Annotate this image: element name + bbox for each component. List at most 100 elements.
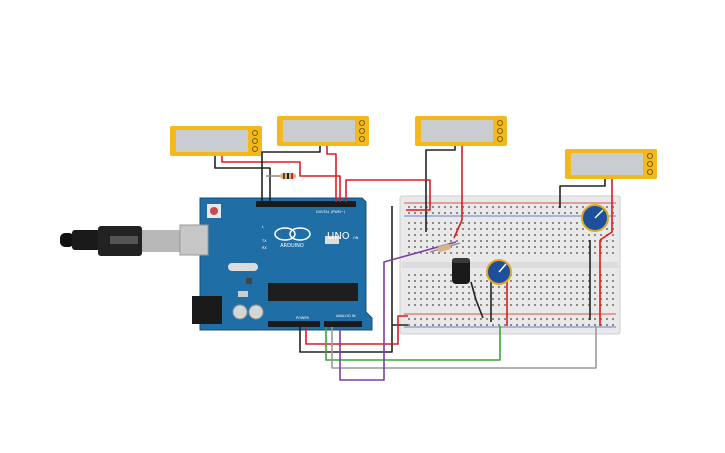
breadboard-hole (546, 206, 548, 208)
breadboard-hole (492, 222, 494, 224)
display-1[interactable] (170, 126, 262, 156)
breadboard-hole (498, 246, 500, 248)
breadboard-hole (612, 222, 614, 224)
breadboard-hole (510, 280, 512, 282)
breadboard-hole (540, 304, 542, 306)
wire-red[interactable] (599, 179, 613, 241)
breadboard-hole (444, 240, 446, 242)
wire-red[interactable] (453, 146, 463, 239)
breadboard-hole (540, 228, 542, 230)
wire-black[interactable] (559, 179, 606, 208)
breadboard-hole (462, 206, 464, 208)
breadboard-hole (594, 234, 596, 236)
breadboard-hole (534, 318, 536, 320)
wire-red[interactable] (305, 315, 408, 345)
breadboard-hole (516, 222, 518, 224)
breadboard-hole (552, 206, 554, 208)
reset-button[interactable] (210, 207, 218, 215)
breadboard-hole (552, 286, 554, 288)
display-4[interactable] (565, 149, 657, 179)
breadboard-hole (468, 292, 470, 294)
breadboard-hole (522, 212, 524, 214)
breadboard-hole (408, 318, 410, 320)
breadboard-hole (516, 234, 518, 236)
capacitor[interactable] (452, 258, 470, 284)
breadboard-hole (486, 212, 488, 214)
breadboard[interactable] (399, 195, 621, 335)
breadboard-hole (534, 206, 536, 208)
breadboard-hole (474, 304, 476, 306)
wire-red[interactable] (345, 179, 431, 211)
breadboard-hole (546, 240, 548, 242)
breadboard-hole (444, 234, 446, 236)
tx-label: TX (261, 239, 267, 243)
potentiometer-1[interactable] (486, 259, 512, 285)
breadboard-hole (588, 304, 590, 306)
display-2[interactable] (277, 116, 369, 146)
breadboard-hole (450, 324, 452, 326)
breadboard-hole (588, 274, 590, 276)
breadboard-hole (456, 298, 458, 300)
breadboard-hole (576, 246, 578, 248)
wire-black[interactable] (261, 146, 321, 202)
breadboard-hole (444, 212, 446, 214)
breadboard-hole (474, 292, 476, 294)
atmega-chip (268, 283, 358, 301)
breadboard-hole (480, 228, 482, 230)
breadboard-hole (528, 222, 530, 224)
breadboard-hole (498, 286, 500, 288)
breadboard-hole (414, 206, 416, 208)
breadboard-hole (582, 280, 584, 282)
breadboard-hole (438, 286, 440, 288)
breadboard-hole (438, 222, 440, 224)
breadboard-hole (528, 234, 530, 236)
display-screen (421, 120, 493, 142)
breadboard-hole (426, 304, 428, 306)
breadboard-hole (504, 304, 506, 306)
breadboard-hole (588, 286, 590, 288)
breadboard-hole (582, 240, 584, 242)
breadboard-hole (426, 298, 428, 300)
wire-green[interactable] (325, 326, 501, 361)
breadboard-hole (426, 228, 428, 230)
breadboard-hole (468, 318, 470, 320)
breadboard-hole (528, 252, 530, 254)
breadboard-hole (612, 304, 614, 306)
breadboard-hole (408, 240, 410, 242)
breadboard-hole (546, 228, 548, 230)
wire-red[interactable] (221, 156, 341, 202)
wire-black[interactable] (470, 281, 484, 319)
breadboard-hole (450, 292, 452, 294)
breadboard-hole (540, 292, 542, 294)
wire-red[interactable] (326, 146, 337, 202)
breadboard-hole (606, 298, 608, 300)
breadboard-hole (468, 246, 470, 248)
breadboard-hole (552, 292, 554, 294)
breadboard-hole (444, 280, 446, 282)
resistor-1[interactable] (280, 173, 296, 179)
breadboard-hole (606, 324, 608, 326)
wire-black[interactable] (214, 156, 271, 202)
breadboard-hole (528, 304, 530, 306)
breadboard-hole (486, 324, 488, 326)
breadboard-hole (474, 324, 476, 326)
potentiometer-2[interactable] (581, 204, 609, 232)
breadboard-hole (576, 280, 578, 282)
breadboard-hole (528, 298, 530, 300)
breadboard-hole (540, 222, 542, 224)
breadboard-hole (420, 324, 422, 326)
breadboard-hole (420, 298, 422, 300)
arduino-board[interactable]: ARDUINO UNO DIGITAL (PWM~) POWER ANALOG … (179, 197, 373, 331)
breadboard-hole (558, 292, 560, 294)
breadboard-hole (504, 324, 506, 326)
breadboard-hole (582, 298, 584, 300)
wire-black[interactable] (425, 146, 456, 232)
display-3[interactable] (415, 116, 507, 146)
breadboard-hole (564, 298, 566, 300)
breadboard-hole (498, 222, 500, 224)
breadboard-hole (426, 280, 428, 282)
wire-gray[interactable] (331, 326, 597, 369)
wire-purple[interactable] (339, 241, 457, 381)
resistor-2[interactable] (429, 242, 461, 253)
breadboard-hole (564, 206, 566, 208)
